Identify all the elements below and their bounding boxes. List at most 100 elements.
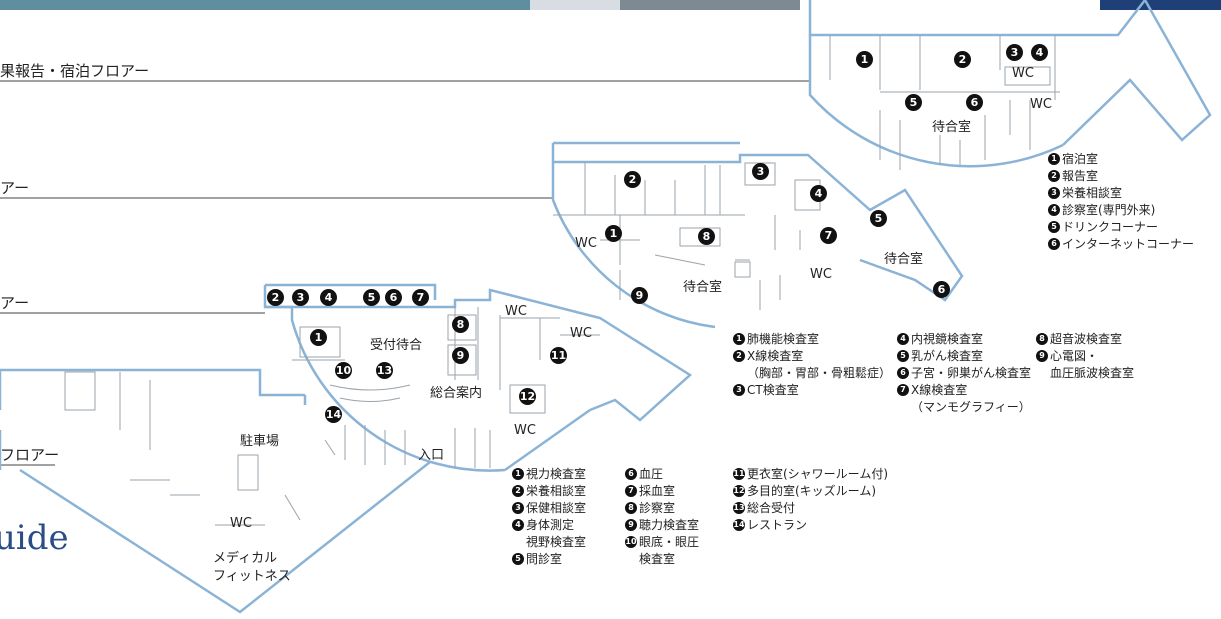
reception-waiting-label: 受付待合	[370, 338, 423, 353]
floor-2f-rooms	[292, 307, 600, 468]
marker-4f-5: 5	[905, 94, 922, 111]
marker-4f-3: 3	[1006, 44, 1023, 61]
waiting-room-label-3f-b: 待合室	[884, 252, 924, 267]
header-band	[1100, 0, 1221, 10]
wc-label-4f-a: WC	[1012, 66, 1034, 81]
marker-2f-3: 3	[292, 289, 309, 306]
marker-3f-2: 2	[624, 171, 641, 188]
legend-2f-item-cont: 視野検査室	[526, 535, 587, 549]
floor-2f-outline	[263, 283, 693, 472]
marker-4f-6: 6	[966, 94, 983, 111]
waiting-room-label-3f-a: 待合室	[683, 280, 723, 295]
header-photo-left	[0, 0, 530, 10]
floor-title-2f: アー	[0, 294, 30, 312]
floor-title-1f: フロアー	[0, 446, 60, 464]
marker-2f-11: 11	[550, 347, 567, 364]
marker-3f-5: 5	[870, 210, 887, 227]
marker-2f-9: 9	[452, 347, 469, 364]
legend-2f-item-cont: 検査室	[639, 552, 676, 566]
marker-4f-2: 2	[954, 51, 971, 68]
parking-label: 駐車場	[240, 434, 280, 449]
legend-3f-item-cont: 血圧脈波検査室	[1050, 366, 1135, 380]
marker-2f-7: 7	[412, 289, 429, 306]
marker-4f-4: 4	[1031, 44, 1048, 61]
marker-2f-10: 10	[335, 362, 352, 379]
waiting-room-label-4f: 待合室	[932, 120, 972, 135]
marker-3f-9: 9	[631, 287, 648, 304]
floor-4f-rooms	[829, 35, 1060, 170]
header-photo-mid	[530, 0, 620, 10]
wc-label-3f-a: WC	[575, 236, 597, 251]
floor-3f-rooms	[553, 162, 821, 310]
marker-2f-5: 5	[363, 289, 380, 306]
marker-3f-3: 3	[752, 163, 769, 180]
wc-label-1f: WC	[230, 516, 252, 531]
wc-label-2f-b: WC	[570, 326, 592, 341]
marker-2f-12: 12	[519, 388, 536, 405]
marker-2f-2: 2	[267, 289, 284, 306]
fitness-label-line1: メディカル	[213, 551, 278, 566]
marker-2f-13: 13	[376, 362, 393, 379]
floor-1f-outline	[0, 368, 431, 614]
information-desk-label: 総合案内	[430, 386, 483, 401]
header-photo-right	[620, 0, 800, 10]
marker-3f-6: 6	[933, 281, 950, 298]
wc-label-4f-b: WC	[1030, 97, 1052, 112]
guide-title: uide	[0, 518, 69, 558]
marker-3f-1: 1	[605, 225, 622, 242]
marker-2f-8: 8	[452, 316, 469, 333]
floor-4f-outline	[808, 0, 1212, 168]
fitness-label-line2: フィットネス	[213, 569, 291, 584]
legend-3f-item-cont: （胸部・胃部・骨粗鬆症）	[747, 366, 892, 380]
marker-3f-4: 4	[810, 185, 827, 202]
marker-3f-8: 8	[698, 228, 715, 245]
wc-label-2f-c: WC	[514, 423, 536, 438]
floor-1f-rooms	[64, 371, 301, 526]
marker-2f-14: 14	[325, 406, 342, 423]
entrance-label: 入口	[418, 448, 445, 463]
marker-2f-4: 4	[320, 289, 337, 306]
legend-3f-item-cont: （マンモグラフィー）	[911, 400, 1031, 414]
floor-title-4f: 果報告・宿泊フロアー	[0, 62, 150, 80]
wc-label-2f-a: WC	[505, 304, 527, 319]
marker-3f-7: 7	[820, 227, 837, 244]
floor-title-3f: アー	[0, 179, 30, 197]
marker-2f-1: 1	[310, 329, 327, 346]
